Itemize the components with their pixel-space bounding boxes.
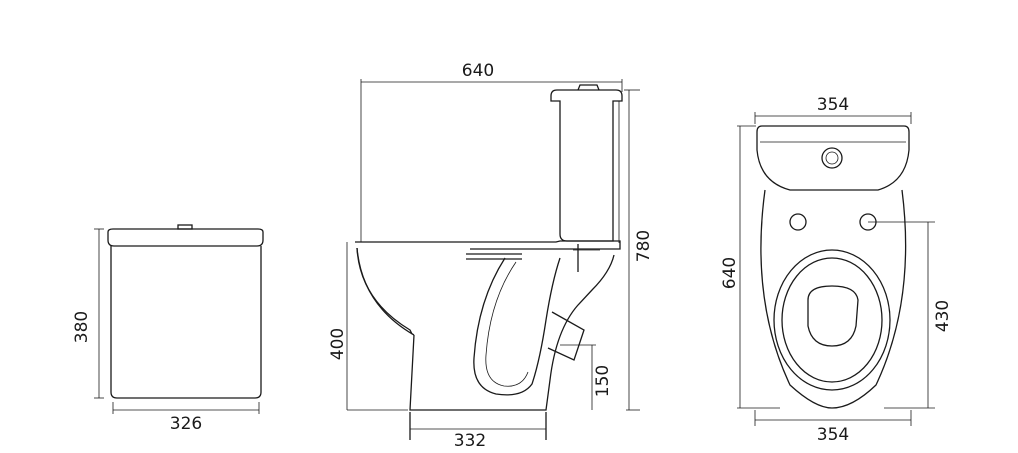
outlet-pipe (547, 311, 585, 361)
seat-ring-outer (773, 249, 891, 391)
cistern-top-outline (756, 125, 910, 191)
flush-button (177, 224, 193, 230)
total-height-label: 780 (634, 230, 654, 262)
base-depth-label: 332 (454, 431, 486, 451)
cistern-body (110, 246, 262, 399)
tank-width-label: 326 (170, 414, 202, 434)
bottom-width-label: 354 (817, 425, 849, 445)
seat-distance-label: 430 (933, 300, 953, 332)
outlet-height-label: 150 (593, 365, 613, 397)
cistern-lid (107, 228, 264, 247)
seat-top (355, 240, 621, 250)
total-width-label: 640 (462, 61, 494, 81)
bowl-opening (807, 285, 859, 347)
toilet-side-view: 640 780 400 150 332 (328, 61, 654, 451)
seat-height-label: 400 (328, 328, 348, 360)
bowl-front-curve (356, 247, 413, 335)
bowl-pedestal (409, 254, 615, 411)
cistern-side (550, 89, 623, 242)
flush-button-top (821, 147, 843, 169)
tank-height-label: 380 (72, 311, 92, 343)
top-width-label: 354 (817, 95, 849, 115)
hinge-hole-left (789, 213, 807, 231)
bowl-outline (760, 189, 907, 409)
seat-ring-inner (781, 257, 883, 383)
depth-label: 640 (720, 257, 740, 289)
trapway (473, 257, 561, 396)
cistern-front-view: 380 326 (72, 224, 264, 434)
toilet-top-view: 354 640 430 354 (720, 95, 953, 445)
